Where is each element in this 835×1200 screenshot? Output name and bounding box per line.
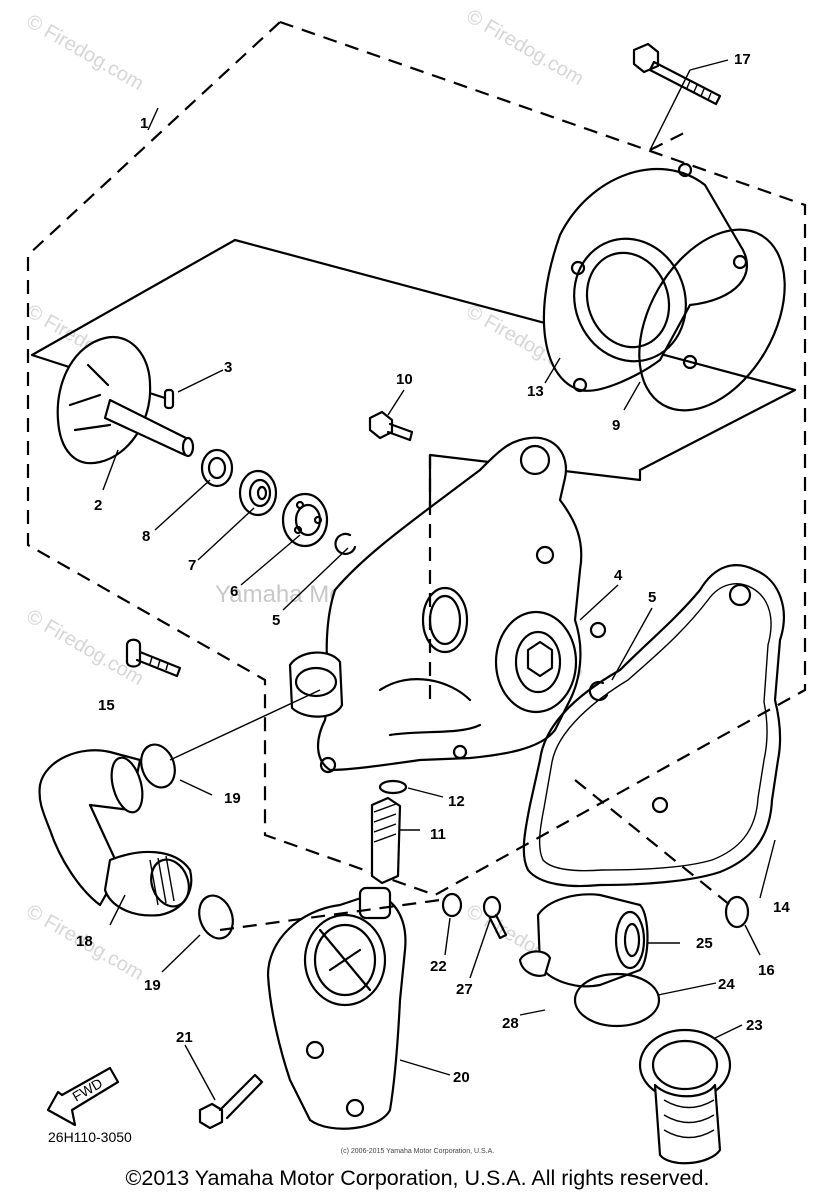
callout-2: 2 [94, 497, 102, 514]
callout-13: 13 [527, 383, 544, 400]
callout-18: 18 [76, 933, 93, 950]
callout-10: 10 [396, 371, 413, 388]
part-16-plug [724, 895, 750, 929]
callout-17: 17 [734, 51, 751, 68]
part-18-pipe [38, 749, 193, 917]
part-2-impeller [56, 335, 195, 465]
callout-15: 15 [98, 697, 115, 714]
part-23-thermostat [638, 1028, 732, 1165]
part-7-bearing [238, 469, 278, 517]
watermark: © Firedog.com [23, 10, 148, 95]
part-15-bolt [125, 638, 182, 678]
outer-dashed-frame [26, 20, 807, 897]
callout-22: 22 [430, 958, 447, 975]
callout-9: 9 [612, 417, 620, 434]
part-12-washer [378, 779, 408, 795]
callout-1: 1 [140, 115, 148, 132]
part-22-plug [441, 892, 463, 918]
part-25-cap [518, 893, 649, 988]
callout-14: 14 [773, 899, 790, 916]
part-17-bolt [632, 42, 722, 106]
part-20-thermostat-housing [266, 886, 407, 1130]
callout-16: 16 [758, 962, 775, 979]
part-19-o-ring [198, 894, 234, 940]
part-24-gasket [573, 972, 661, 1028]
callout-5: 5 [272, 612, 280, 629]
callout-21: 21 [176, 1029, 193, 1046]
callout-4: 4 [614, 567, 623, 584]
callout-23: 23 [746, 1017, 763, 1034]
part-8-seal [200, 448, 234, 488]
callout-19: 19 [224, 790, 241, 807]
callout-12: 12 [448, 793, 465, 810]
part-6-bearing [281, 492, 329, 548]
callout-24: 24 [718, 976, 735, 993]
part-4-housing [288, 436, 583, 774]
callout-3: 3 [224, 359, 232, 376]
part-number: 26H110-3050 [48, 1129, 132, 1145]
callout-8: 8 [142, 528, 150, 545]
small-copyright: (c) 2006-2015 Yamaha Motor Corporation, … [340, 1148, 495, 1155]
part-14-gasket [522, 564, 785, 888]
part-13-cover [542, 162, 748, 393]
part-10-bolt [368, 410, 414, 442]
part-9-o-ring [638, 228, 786, 412]
part-21-bolt [198, 1073, 264, 1130]
watermark: © Firedog.com [463, 5, 588, 90]
part-19-o-ring [140, 743, 176, 789]
part-11-bolt [370, 796, 402, 885]
leader-lines [102, 59, 776, 1101]
callout-28: 28 [502, 1015, 519, 1032]
part-27-bolt [482, 895, 508, 940]
callout-19: 19 [144, 977, 161, 994]
callout-11: 11 [430, 826, 446, 843]
footer-copyright: ©2013 Yamaha Motor Corporation, U.S.A. A… [125, 1166, 710, 1190]
callout-6: 6 [230, 583, 238, 600]
part-5-circlip [334, 532, 357, 556]
callout-27: 27 [456, 981, 473, 998]
callout-5: 5 [648, 589, 656, 606]
part-3-pin [163, 388, 175, 410]
fwd-arrow: FWD [46, 1066, 120, 1127]
part-5-circlip [588, 680, 609, 702]
callout-7: 7 [188, 557, 196, 574]
callout-25: 25 [696, 935, 713, 952]
callout-labels: 1 17 3 10 13 9 2 8 7 6 4 5 5 15 19 12 11… [76, 51, 790, 1086]
callout-20: 20 [453, 1069, 470, 1086]
